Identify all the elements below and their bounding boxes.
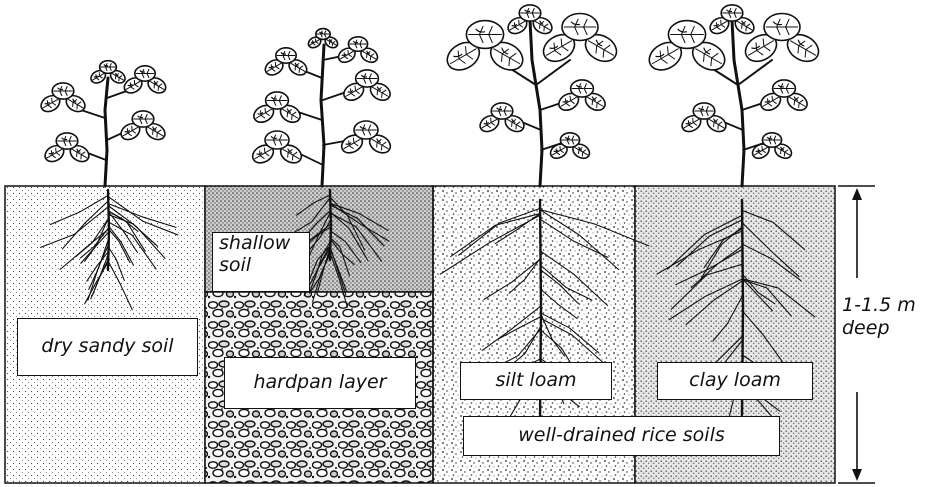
label-hardpan-layer-text: hardpan layer: [253, 372, 386, 394]
plant-silt-loam: [442, 5, 621, 186]
stem-segment: [738, 60, 772, 85]
label-clay-loam: clay loam: [657, 362, 813, 400]
leaf: [762, 133, 781, 147]
label-silt-loam: silt loam: [460, 362, 612, 400]
label-depth: 1-1.5 m deep: [842, 294, 926, 340]
label-clay-loam-text: clay loam: [689, 370, 781, 392]
plant-shallow-soil: [249, 29, 393, 186]
plant-clay-loam: [644, 5, 823, 186]
leaf: [560, 133, 579, 147]
stem-segment: [732, 20, 744, 186]
leaf: [356, 70, 379, 87]
leaf: [466, 21, 503, 49]
leaf: [519, 5, 541, 21]
stem-segment: [536, 60, 570, 85]
plant-sandy-soil: [38, 61, 168, 186]
leaf: [571, 80, 594, 97]
leaf: [562, 14, 598, 41]
leaf: [100, 61, 117, 74]
label-well-drained-rice-soils: well-drained rice soils: [463, 416, 780, 456]
label-dry-sandy-soil-text: dry sandy soil: [41, 336, 173, 358]
label-silt-loam-text: silt loam: [495, 370, 576, 392]
leaf: [265, 131, 289, 149]
leaf: [56, 133, 78, 149]
stem-segment: [530, 20, 542, 186]
stem-segment: [105, 78, 108, 186]
leaf: [693, 103, 715, 119]
leaf: [773, 80, 796, 97]
label-hardpan-layer: hardpan layer: [224, 357, 416, 409]
leaf: [135, 66, 155, 81]
label-depth-line1: 1-1.5 m: [842, 294, 926, 317]
leaf: [52, 83, 74, 99]
leaf: [764, 14, 800, 41]
label-depth-line2: deep: [842, 317, 926, 340]
leaf: [266, 92, 289, 109]
leaf: [276, 48, 296, 63]
leaf: [316, 29, 330, 40]
label-well-drained-text: well-drained rice soils: [518, 425, 725, 447]
leaf: [721, 5, 743, 21]
label-shallow-soil: shallow soil: [212, 232, 310, 292]
label-shallow-soil-line1: shallow: [219, 233, 290, 255]
leaf: [668, 21, 705, 49]
leaf: [348, 37, 367, 51]
leaf: [132, 111, 154, 127]
leaf: [354, 121, 378, 139]
label-shallow-soil-line2: soil: [219, 255, 251, 277]
leaf: [491, 103, 513, 119]
label-dry-sandy-soil: dry sandy soil: [17, 318, 198, 376]
